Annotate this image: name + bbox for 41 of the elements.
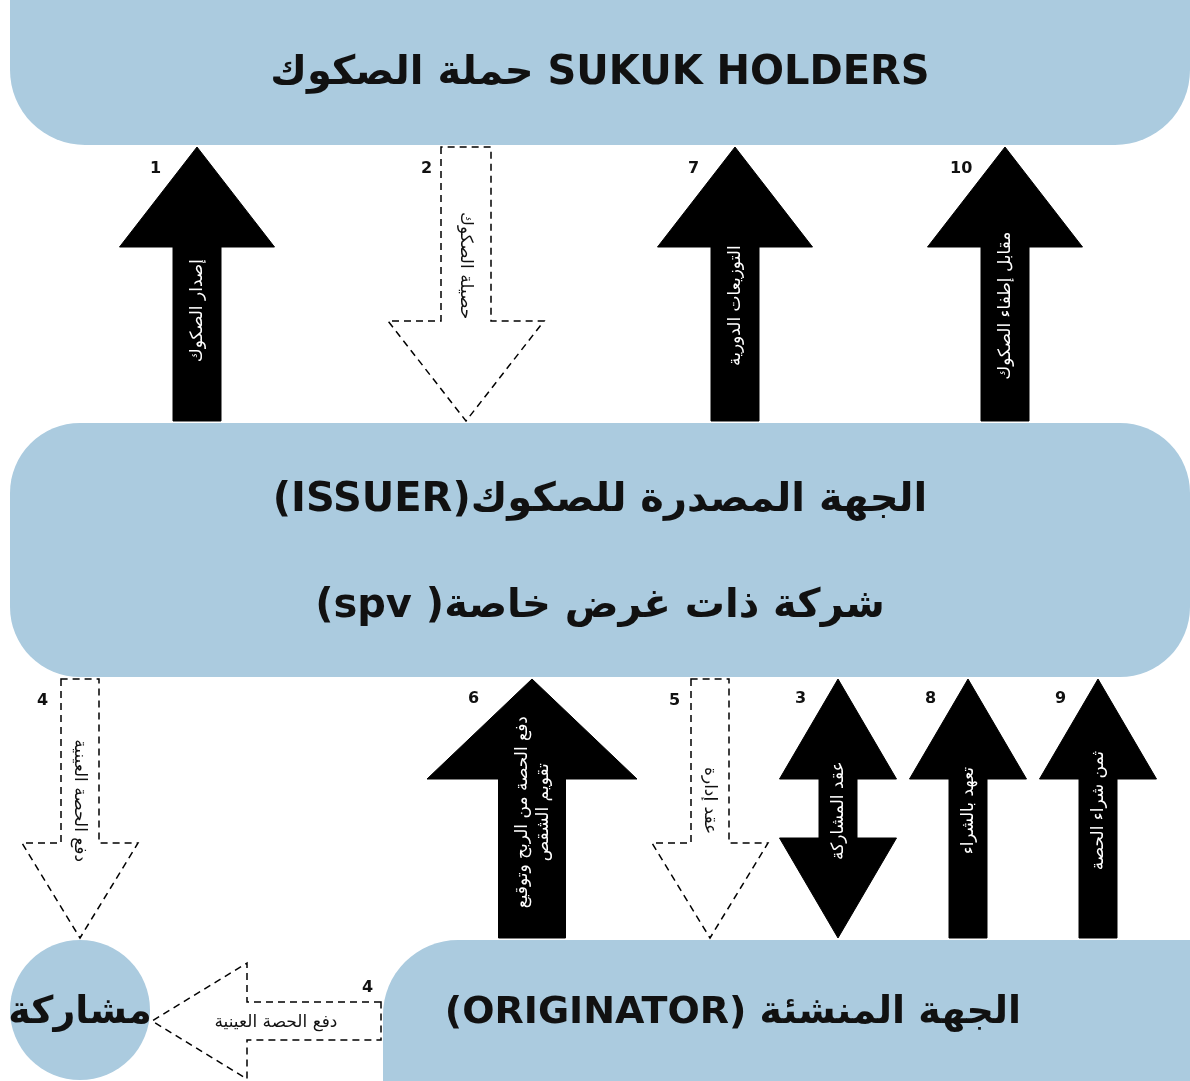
dashed-block-arrow: [20, 678, 140, 940]
block-arrow: [426, 678, 638, 939]
step-number: 4: [362, 977, 374, 996]
block-arrow: [927, 146, 1083, 422]
block-arrow: [909, 678, 1027, 939]
arrow-label: عقد المشاركة: [827, 759, 849, 862]
step-number: 1: [150, 158, 162, 177]
node-title: شركة ذات غرض خاصة( spv): [315, 580, 885, 626]
arrow-label: تعهد بالشراء: [957, 765, 979, 856]
arrow-label: دفع الحصة من الربح وتوقيع تقويم الشقص: [510, 714, 553, 910]
step-number: 7: [688, 158, 700, 177]
originator-band: [383, 940, 1190, 1081]
arrow-label: مقابل إطفاء الصكوك: [994, 230, 1016, 382]
arrow-label: دفع الحصة العينية: [69, 737, 91, 864]
header-band: [10, 0, 1190, 145]
block-arrow: [779, 678, 897, 939]
node-title: الجهة المصدرة للصكوك(ISSUER): [272, 474, 928, 520]
node-title: مشاركة: [8, 988, 152, 1032]
dashed-block-arrow: [386, 146, 546, 423]
step-number: 8: [925, 688, 937, 707]
block-arrow: [1039, 678, 1157, 939]
step-number: 6: [468, 688, 480, 707]
arrow-label: حصيلة الصكوك: [455, 210, 477, 321]
dashed-block-arrow: [150, 961, 382, 1081]
node-title: الجهة المنشئة (ORIGINATOR): [444, 988, 1022, 1032]
issuer-band: [10, 423, 1190, 677]
node-title: SUKUK HOLDERS حملة الصكوك: [270, 47, 930, 93]
step-number: 2: [421, 158, 433, 177]
arrow-label: ثمن شراء الحصة: [1087, 749, 1109, 872]
arrow-label: التوزيعات الدورية: [724, 243, 746, 368]
dashed-block-arrow: [650, 678, 770, 940]
arrow-label: إصدار الصكوك: [186, 257, 208, 364]
step-number: 5: [669, 690, 681, 709]
block-arrow: [657, 146, 813, 422]
arrow-label: دفع الحصة العينية: [214, 1010, 338, 1032]
step-number: 3: [795, 688, 807, 707]
arrow-label: عقد إدارة: [699, 765, 721, 836]
step-number: 10: [950, 158, 973, 177]
step-number: 4: [37, 690, 49, 709]
step-number: 9: [1055, 688, 1067, 707]
block-arrow: [119, 146, 275, 422]
